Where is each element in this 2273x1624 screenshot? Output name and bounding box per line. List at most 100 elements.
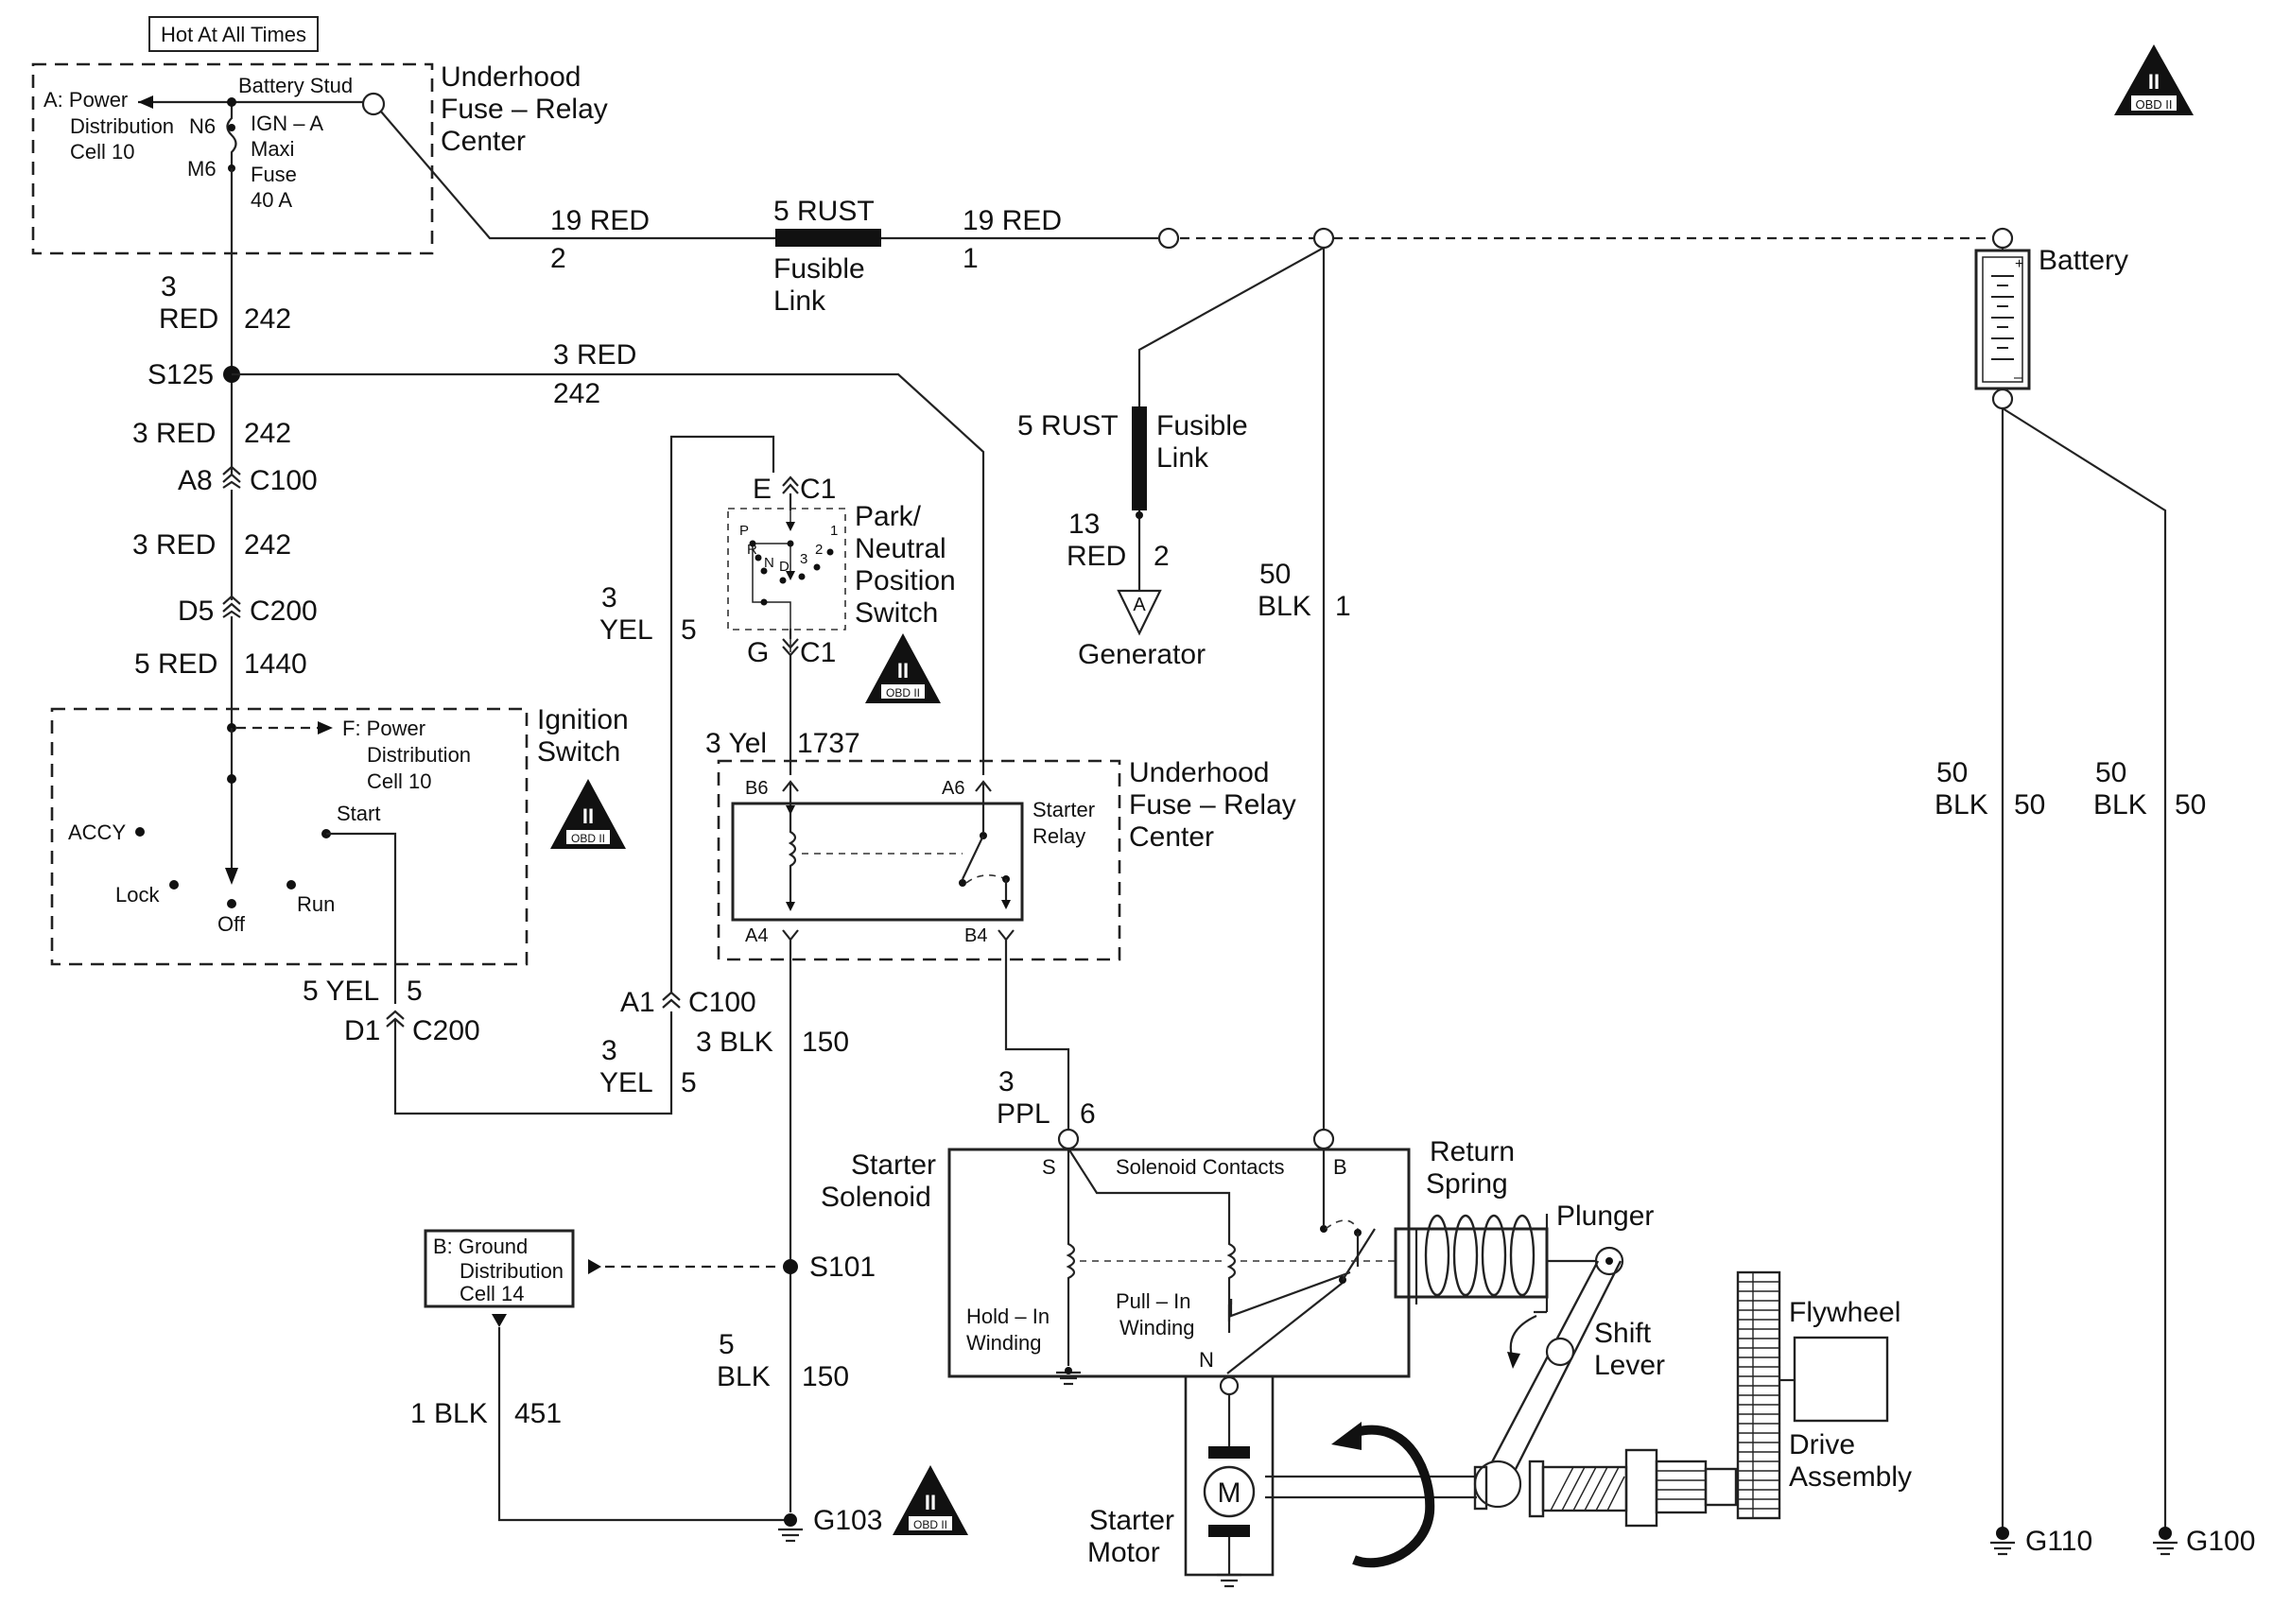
chain-w2-label: 3 RED — [132, 418, 216, 449]
relay-to-solenoid-ppl-wire: 3 PPL 6 — [997, 940, 1096, 1130]
relay-pin-b6: B6 — [745, 778, 768, 799]
flywheel-hub — [1793, 1336, 1889, 1423]
solenoid-terminal-b — [1312, 1128, 1335, 1150]
chain-w1-num: 242 — [244, 303, 291, 335]
relay-pin-a6: A6 — [942, 778, 964, 799]
ign-lock-label: Lock — [115, 883, 160, 907]
generator-link-name-1: Fusible — [1156, 410, 1248, 441]
off-contact — [227, 899, 236, 908]
park-neutral-position-switch: E C1 P R N D 3 2 1 G C1 Park/ Neutral — [727, 474, 956, 775]
c100-label-chain: C100 — [250, 465, 318, 496]
solenoid-terminal-s — [1057, 1128, 1080, 1150]
hold-in-label-2: Winding — [966, 1331, 1041, 1355]
fuse-center-title-3: Center — [441, 126, 526, 157]
starter-motor-label-2: Motor — [1087, 1537, 1160, 1568]
plunger-body — [1394, 1227, 1549, 1299]
generator-connector-letter: A — [1133, 595, 1146, 615]
yel-bottom-color: YEL — [599, 1067, 653, 1098]
ground-w3-num: 451 — [514, 1398, 562, 1429]
pnp-title-4: Switch — [855, 597, 938, 629]
fuse-label-4: 40 A — [251, 188, 292, 212]
relay-center-title-1: Underhood — [1129, 757, 1269, 788]
svg-text:OBD II: OBD II — [886, 686, 920, 700]
relay-center-title-3: Center — [1129, 821, 1214, 853]
hold-in-label-1: Hold – In — [966, 1304, 1050, 1328]
main-feed-terminal — [1157, 227, 1180, 250]
power-ref-line-1: A: Power — [43, 88, 128, 112]
c100-connector — [222, 465, 241, 483]
ign-power-ref-3: Cell 10 — [367, 769, 431, 793]
ground-w1-num: 150 — [802, 1027, 849, 1058]
hold-in-winding — [1066, 1149, 1076, 1366]
accy-contact — [135, 827, 145, 837]
g100-ground-symbol — [2153, 1541, 2178, 1556]
flywheel-label: Flywheel — [1789, 1297, 1900, 1328]
shift-lever — [1483, 1260, 1622, 1479]
yel-top-color: YEL — [599, 614, 653, 646]
motor-symbol: M — [1218, 1477, 1241, 1509]
ignition-switch-title-2: Switch — [537, 736, 620, 768]
starter-feed-wire-1: 50 — [1259, 559, 1291, 590]
solenoid-n-label: N — [1199, 1348, 1214, 1372]
g100-wire-color: BLK — [2093, 789, 2147, 821]
c100-label-yel: C100 — [688, 987, 756, 1018]
g110-wire-gauge: 50 — [1936, 757, 1968, 788]
obd-ii-icon: II OBD II — [865, 633, 941, 703]
chain-w1-gauge: 3 — [161, 271, 177, 302]
chain-w3-label: 3 RED — [132, 529, 216, 561]
return-spring-label-2: Spring — [1426, 1168, 1508, 1200]
solenoid-b-label: B — [1333, 1155, 1347, 1179]
yel-top-gauge: 3 — [601, 582, 617, 613]
generator-link-name-2: Link — [1156, 442, 1209, 474]
fuse-center-title-2: Fuse – Relay — [441, 94, 608, 125]
start-output-wire — [326, 832, 397, 1004]
relay-center-title-2: Fuse – Relay — [1129, 789, 1296, 821]
svg-text:II: II — [582, 804, 594, 828]
fuse-label-2: Maxi — [251, 137, 294, 161]
obd-ii-icon: II OBD II — [550, 779, 626, 849]
c200-connector — [222, 595, 241, 613]
pnp-pos-p: P — [739, 523, 749, 539]
shift-lever-label-1: Shift — [1594, 1318, 1652, 1349]
chain-w3-num: 242 — [244, 529, 291, 561]
shift-lever-label-2: Lever — [1594, 1350, 1665, 1381]
chain-w1-color: RED — [159, 303, 218, 335]
generator-label: Generator — [1078, 639, 1206, 670]
shift-lever-pivot — [1545, 1337, 1575, 1367]
plunger-label: Plunger — [1556, 1201, 1654, 1232]
cross-wire-num: 242 — [553, 378, 600, 409]
battery-negative-terminal — [1991, 388, 2014, 410]
solenoid-title-2: Solenoid — [821, 1182, 931, 1213]
g100-wire-num: 50 — [2175, 789, 2206, 821]
g110-wire-num: 50 — [2014, 789, 2045, 821]
generator-pin: 2 — [1154, 541, 1170, 572]
generator-wire-1: 13 — [1068, 509, 1100, 540]
relay-pin-a4: A4 — [745, 925, 768, 946]
battery-stud-label: Battery Stud — [238, 74, 353, 97]
relay-label-2: Relay — [1032, 824, 1085, 848]
relay-pin-b4: B4 — [964, 925, 987, 946]
battery-stud-terminal — [361, 92, 386, 116]
relay-ground-path: 3 BLK 150 S101 B: Ground Distribution Ce… — [410, 940, 968, 1543]
solenoid-box — [947, 1148, 1411, 1378]
main-fusible-link — [775, 229, 881, 247]
starter-feed-wire: 50 BLK 1 — [1258, 248, 1351, 1130]
battery-minus: – — [2014, 370, 2022, 386]
main-feed-wire: 19 RED 2 5 RUST Fusible Link 19 RED 1 — [380, 111, 2014, 317]
ign-power-ref-2: Distribution — [367, 743, 471, 767]
c100-pin-a1: A1 — [620, 987, 655, 1018]
pin-n6-label: N6 — [189, 114, 216, 138]
pnp-top-pin: E — [753, 474, 772, 505]
solenoid-contact-arm — [1342, 1228, 1376, 1281]
relay-coil — [788, 782, 797, 907]
ground-w2-num: 150 — [802, 1361, 849, 1392]
main-link-name-2: Link — [773, 285, 826, 317]
pnp-bottom-pin: G — [747, 637, 769, 668]
splice-s125-label: S125 — [147, 359, 214, 390]
ground-w3-label: 1 BLK — [410, 1398, 488, 1429]
splice-s101 — [783, 1259, 798, 1274]
c200-label-chain: C200 — [250, 596, 318, 627]
obd-ii-icon: II OBD II — [2114, 44, 2194, 115]
ign-start-label: Start — [337, 802, 380, 825]
pnp-c1-top-connector — [782, 475, 799, 487]
